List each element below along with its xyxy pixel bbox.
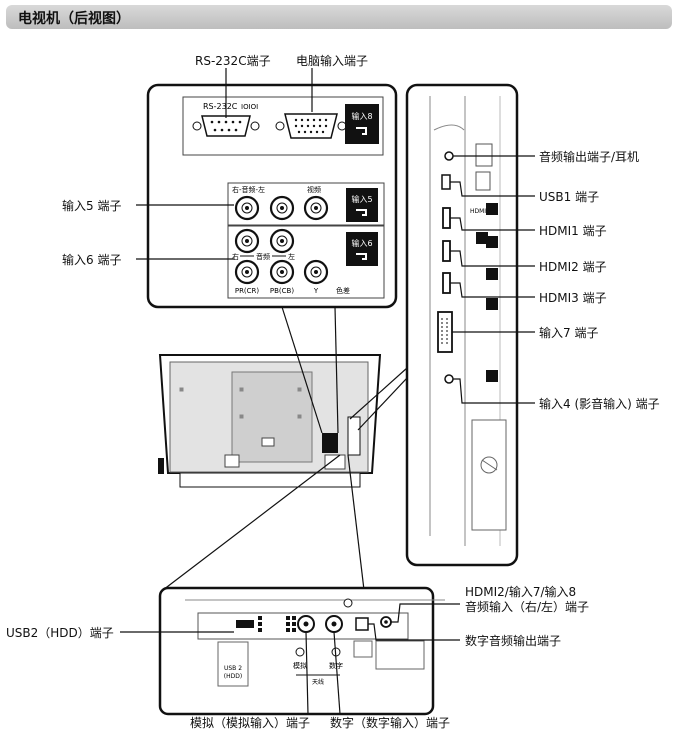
input6-jacks: [234, 228, 329, 285]
bottom-connector-panel: USB 2 (HDD) 模拟 数字 天线: [158, 586, 445, 716]
usb2-label: USB2（HDD）端子: [6, 626, 114, 640]
input8-badge: [345, 104, 379, 144]
input5-audio-label: 右-音频-左: [232, 185, 265, 194]
input6-badge-text: 输入6: [351, 238, 372, 248]
input6-right-label: 右: [232, 252, 239, 261]
analog-antenna-label: 模拟（模拟输入）端子: [190, 716, 311, 730]
section-header: 电视机（后视图）: [6, 5, 672, 29]
pc-input-port: [275, 113, 347, 139]
input5-label: 输入5 端子: [62, 199, 122, 213]
svg-text:IOIOI: IOIOI: [241, 103, 258, 111]
hdmi-audio-in-label-line2: 音频输入（右/左）端子: [465, 600, 590, 614]
color-diff-label: 色差: [336, 286, 350, 295]
rs232c-port: [192, 115, 260, 137]
pc-input-label: 电脑输入端子: [296, 54, 369, 68]
pr-label: PR(CR): [235, 287, 260, 295]
rs232c-port-label: RS-232C: [203, 102, 238, 111]
side-hdmi-text: HDMI: [470, 208, 486, 215]
input8-badge-text: 输入8: [351, 111, 372, 121]
digital-audio-out-label: 数字音频输出端子: [465, 634, 562, 648]
input6-left-label: 左: [288, 252, 295, 261]
hdmi3-label: HDMI3 端子: [539, 291, 607, 305]
audio-out-label: 音频输出端子/耳机: [539, 150, 640, 164]
zoom-lines: [162, 306, 408, 591]
usb2-small-label: USB 2: [224, 665, 242, 672]
input5-badge: [346, 188, 378, 222]
pb-label: PB(CB): [270, 287, 294, 295]
input5-badge-text: 输入5: [351, 194, 372, 204]
leader-lines: [120, 68, 535, 715]
input7-label: 输入7 端子: [539, 326, 599, 340]
usb1-label: USB1 端子: [539, 190, 600, 204]
y-label: Y: [313, 287, 319, 295]
input5-jacks: [234, 195, 329, 221]
digital-antenna-label: 数字（数字输入）端子: [330, 716, 451, 730]
input6-badge: [346, 232, 378, 266]
hdd-small-label: (HDD): [224, 673, 242, 680]
page-title: 电视机（后视图）: [18, 11, 130, 27]
analog-small-label: 模拟: [293, 661, 307, 670]
input4-label: 输入4 (影音输入) 端子: [539, 397, 660, 411]
tv-body: [158, 354, 382, 488]
input6-label: 输入6 端子: [62, 253, 122, 267]
input6-audio-label: 音频: [256, 252, 270, 261]
rs232c-label: RS-232C端子: [195, 54, 271, 68]
hdmi2-label: HDMI2 端子: [539, 260, 607, 274]
top-connector-panel: RS-232C IOIOI 输入8 右-音频-左 视频: [146, 83, 398, 309]
side-connector-panel: HDMI: [405, 83, 519, 567]
antenna-small-label: 天线: [312, 678, 324, 686]
input5-video-label: 视频: [307, 185, 321, 194]
hdmi-audio-in-label-line1: HDMI2/输入7/输入8: [465, 585, 577, 599]
hdmi1-label: HDMI1 端子: [539, 224, 607, 238]
